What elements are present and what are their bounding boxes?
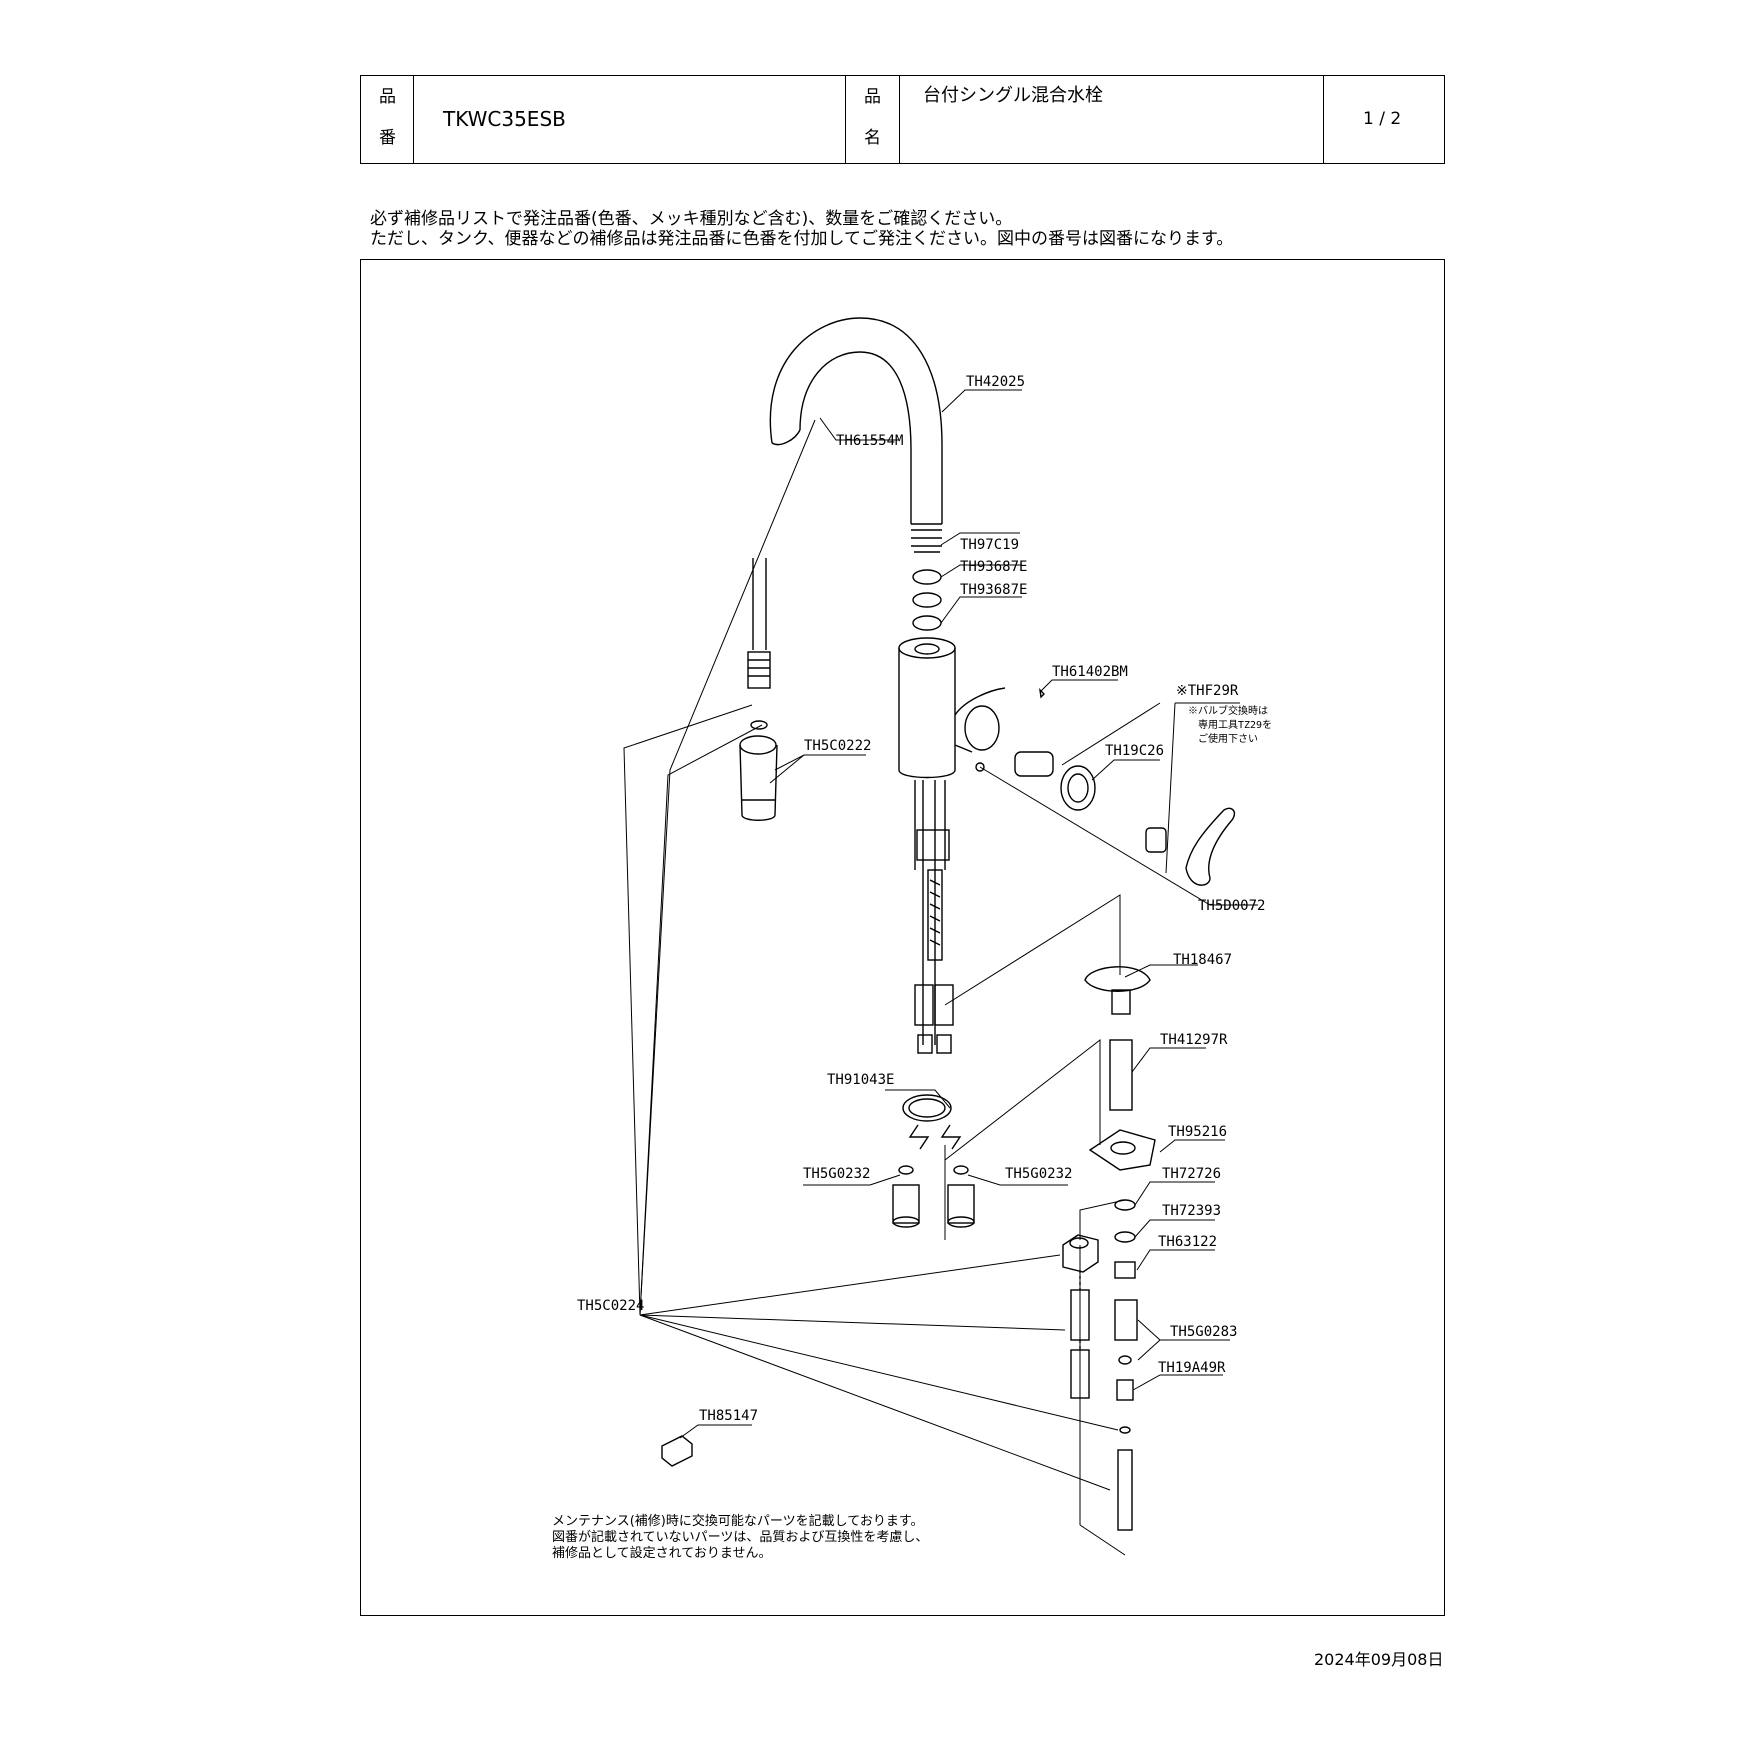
leader-lines [623, 389, 1258, 1556]
product-name-label: 品 [864, 87, 881, 107]
valve-note: ご使用下さい [1198, 732, 1258, 745]
part-label: TH85147 [699, 1408, 758, 1424]
faucet-body [898, 637, 1006, 779]
washer [1114, 1231, 1136, 1243]
spout-body [769, 317, 943, 553]
hose-end-left [892, 1165, 920, 1228]
gasket-ring [908, 1098, 946, 1118]
part-label: TH93687E [960, 582, 1027, 598]
part-label: TH5G0232 [1005, 1166, 1072, 1182]
part-label: TH41297R [1160, 1032, 1228, 1048]
fitting [1116, 1379, 1134, 1401]
product-name: 台付シングル混合水栓 [923, 85, 1103, 106]
washer [1118, 1355, 1132, 1365]
fitting [1114, 1299, 1138, 1341]
part-label: TH18467 [1173, 952, 1232, 968]
tube [1117, 1449, 1133, 1531]
header-divider [413, 76, 414, 163]
part-label: TH72726 [1162, 1166, 1221, 1182]
hose-end-right [947, 1165, 975, 1228]
part-label: TH91043E [827, 1072, 894, 1088]
part-label: TH42025 [966, 374, 1025, 390]
part-label: TH61554M [836, 433, 903, 449]
part-label: TH97C19 [960, 537, 1019, 553]
part-number: TKWC35ESB [443, 107, 566, 131]
gasket-ring [902, 1094, 952, 1122]
screw [975, 762, 985, 772]
note-line-1: 必ず補修品リストで発注品番(色番、メッキ種別など含む)、数量をご確認ください。 [370, 209, 1013, 229]
nut [1114, 1261, 1136, 1279]
o-ring [912, 569, 942, 585]
small-cap [661, 1435, 693, 1467]
part-label: TH5G0283 [1170, 1324, 1237, 1340]
part-label: TH61402BM [1052, 664, 1128, 680]
part-label: TH5D0072 [1198, 898, 1265, 914]
note-line-2: ただし、タンク、便器などの補修品は発注品番に色番を付加してご発注ください。図中の… [370, 229, 1234, 249]
part-number-label: 品 [379, 87, 396, 107]
header-table: 品 番 TKWC35ESB 品 名 台付シングル混合水栓 1 / 2 [360, 75, 1445, 164]
supply-hoses [914, 780, 954, 1054]
valve-cartridge [1014, 751, 1167, 853]
product-name-label: 名 [864, 128, 881, 148]
threaded-rod [1109, 1039, 1133, 1111]
part-label: ※THF29R [1176, 683, 1239, 699]
page-indicator: 1 / 2 [1363, 109, 1402, 129]
fitting-nut [1062, 1234, 1099, 1273]
part-label: TH72393 [1162, 1203, 1221, 1219]
mounting-bracket [1084, 966, 1151, 1015]
valve-note: ※バルブ交換時は [1188, 704, 1268, 717]
header-divider [1323, 76, 1324, 163]
valve-note: 専用工具TZ29を [1198, 719, 1272, 731]
part-label: TH95216 [1168, 1124, 1227, 1140]
screw [1039, 688, 1045, 699]
header-divider [899, 76, 900, 163]
part-label: TH5C0224 [577, 1298, 644, 1314]
part-label: TH19A49R [1158, 1360, 1226, 1376]
hose-break [908, 1124, 962, 1150]
lever-handle [1185, 807, 1236, 886]
spray-head [739, 735, 778, 821]
part-label: TH63122 [1158, 1234, 1217, 1250]
part-label: TH19C26 [1105, 743, 1164, 759]
horseshoe-washer [1088, 1129, 1156, 1171]
part-label: TH5G0232 [803, 1166, 870, 1182]
part-label: TH5C0222 [804, 738, 871, 754]
maintenance-note-1: メンテナンス(補修)時に交換可能なパーツを記載しております。 [552, 1514, 924, 1529]
maintenance-note-2: 図番が記載されていないパーツは、品質および互換性を考慮し、 [552, 1530, 929, 1545]
diagram-frame [360, 259, 1445, 1616]
washer [1119, 1426, 1131, 1434]
o-ring [912, 615, 942, 631]
header-divider [845, 76, 846, 163]
maintenance-note-3: 補修品として設定されておりません。 [552, 1546, 772, 1561]
footer-date: 2024年09月08日 [1314, 1650, 1444, 1669]
o-ring [912, 592, 942, 608]
pullout-hose [747, 558, 771, 730]
part-label: TH93687E [960, 559, 1027, 575]
part-number-label: 番 [379, 128, 396, 148]
